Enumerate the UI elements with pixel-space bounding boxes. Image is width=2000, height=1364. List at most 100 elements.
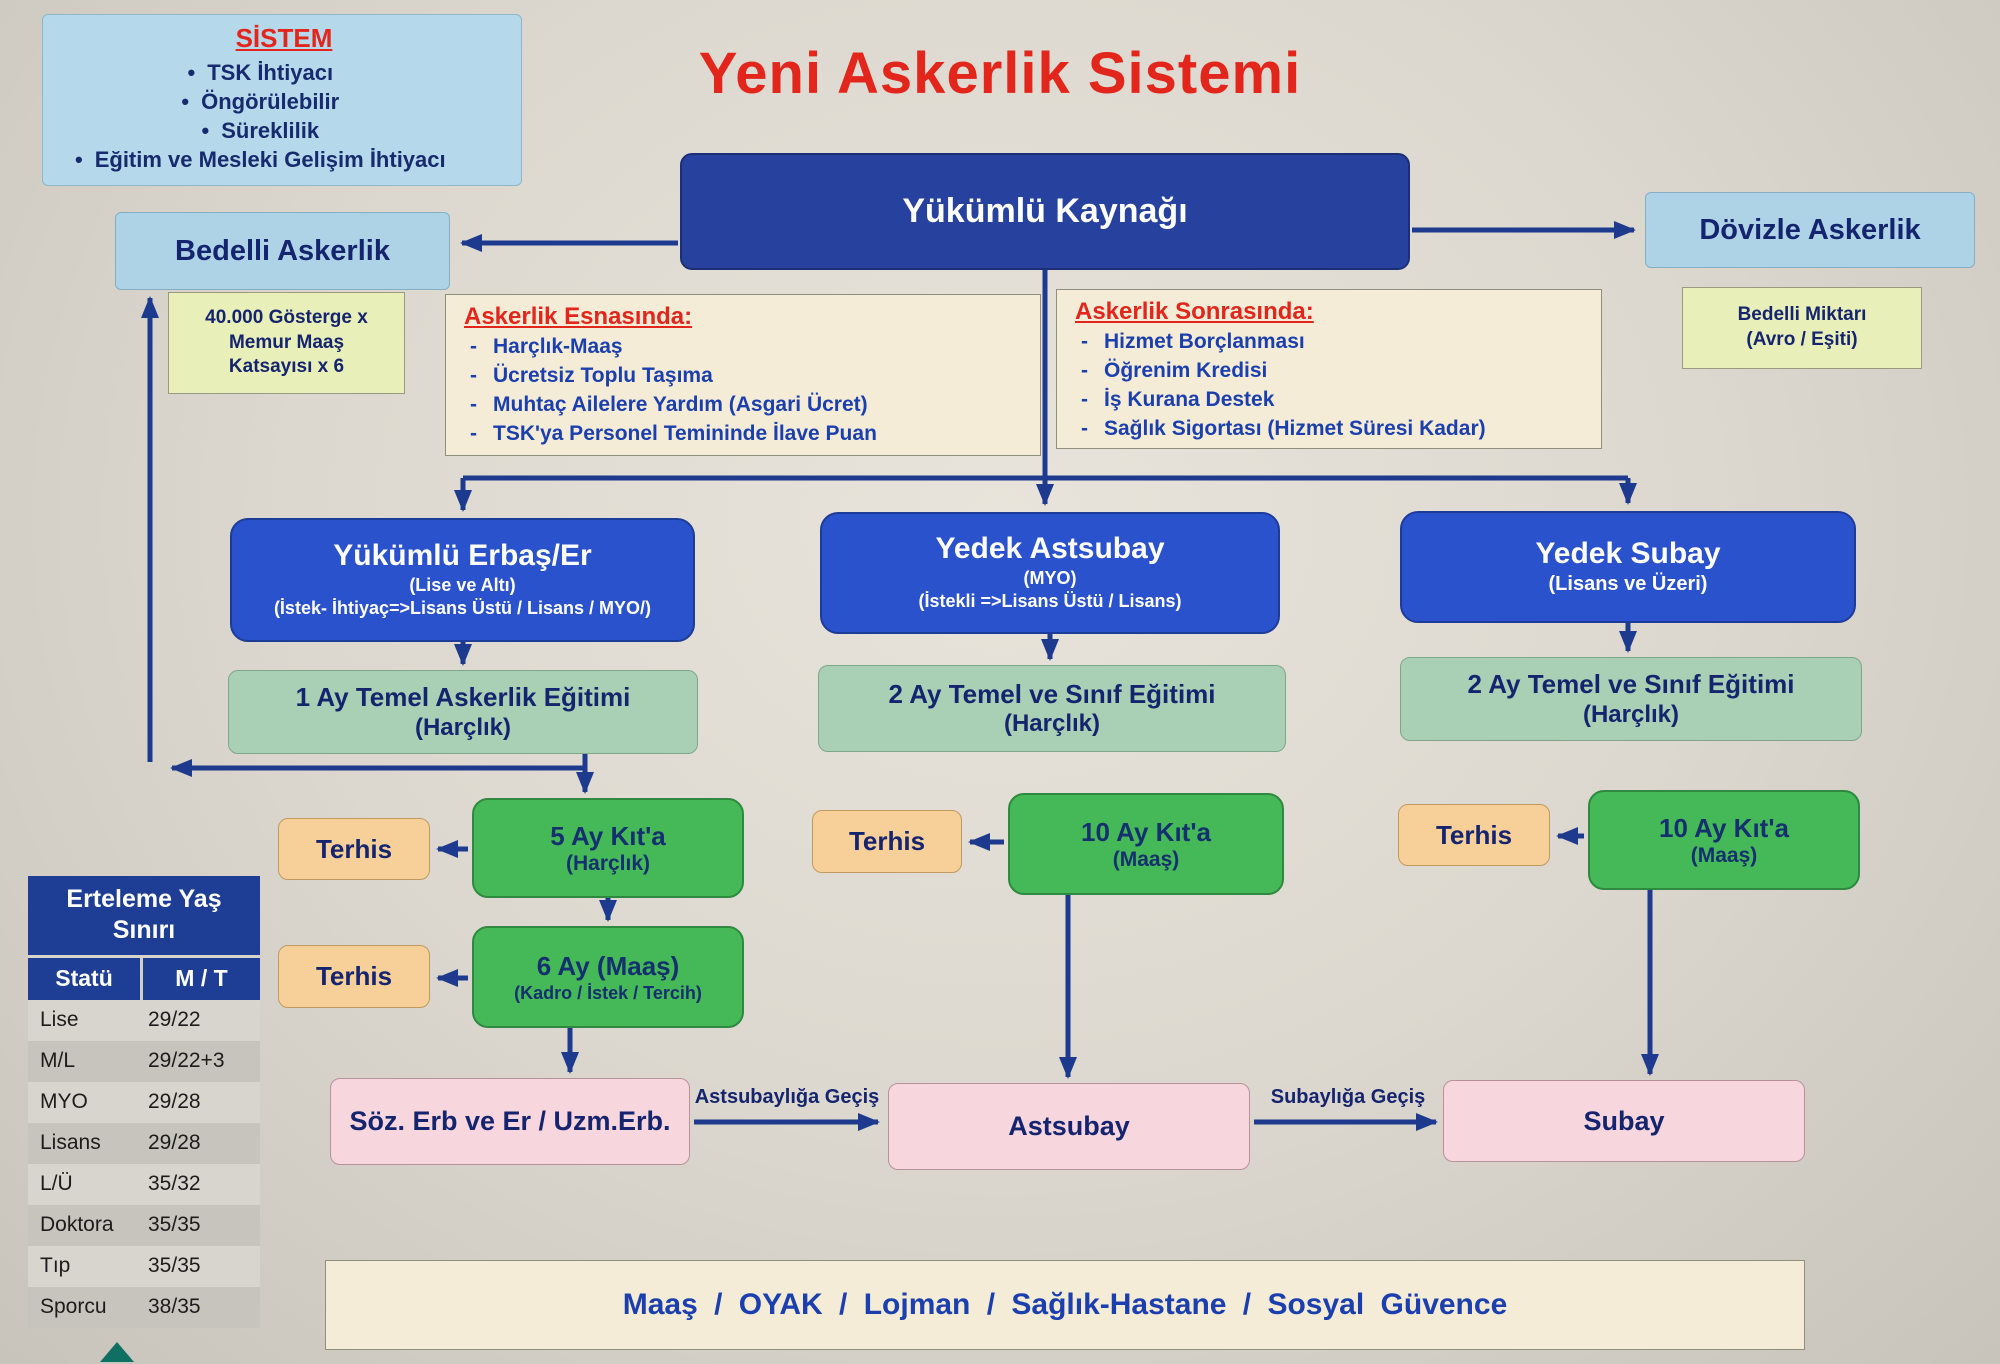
deferral-table-body: Lise 29/22 M/L 29/22+3 MYO 29/28 Lisans … xyxy=(28,999,260,1328)
col3-service-line1: 10 Ay Kıt'a xyxy=(1659,812,1789,843)
status-cell: M/L xyxy=(40,1049,76,1072)
status-cell: L/Ü xyxy=(40,1172,73,1195)
mt-cell: 38/35 xyxy=(148,1295,201,1318)
table-row: L/Ü 35/32 xyxy=(28,1163,260,1205)
col-header-status: Statü xyxy=(28,957,140,1000)
bedelli-formula-note: 40.000 Gösterge x Memur Maaş Katsayısı x… xyxy=(168,292,405,394)
mt-cell: 29/28 xyxy=(148,1090,201,1113)
sistem-title: SİSTEM xyxy=(235,23,333,53)
after-service-box: Askerlik Sonrasında: Hizmet Borçlanması … xyxy=(1056,289,1602,449)
col1-service2-node: 6 Ay (Maaş) (Kadro / İstek / Tercih) xyxy=(472,926,744,1028)
mt-cell: 35/35 xyxy=(148,1213,201,1236)
after-item: Sağlık Sigortası (Hizmet Süresi Kadar) xyxy=(1075,415,1486,444)
sistem-item: Süreklilik xyxy=(61,116,446,145)
table-row: Sporcu 38/35 xyxy=(28,1286,260,1328)
col1-header-node: Yükümlü Erbaş/Er (Lise ve Altı) (İstek- … xyxy=(230,518,695,642)
col2-training-line2: (Harçlık) xyxy=(1003,710,1101,738)
sistem-box: SİSTEM TSK İhtiyacı Öngörülebilir Sürekl… xyxy=(42,14,522,186)
col3-final-node: Subay xyxy=(1443,1080,1805,1162)
status-cell: Doktora xyxy=(40,1213,114,1236)
col1-training-line1: 1 Ay Temel Askerlik Eğitimi xyxy=(295,682,631,713)
after-service-title: Askerlik Sonrasında: xyxy=(1075,298,1314,325)
col-header-mt: M / T xyxy=(143,957,260,1000)
col3-header-sub1: (Lisans ve Üzeri) xyxy=(1548,573,1708,596)
mt-cell: 29/28 xyxy=(148,1131,201,1154)
during-service-title: Askerlik Esnasında: xyxy=(464,303,693,330)
col2-terhis-label: Terhis xyxy=(848,826,926,856)
status-cell: MYO xyxy=(40,1090,88,1113)
dovizle-amount-note: Bedelli Miktarı (Avro / Eşiti) xyxy=(1682,287,1922,369)
col1-final-node: Söz. Erb ve Er / Uzm.Erb. xyxy=(330,1078,690,1165)
during-item: Ücretsiz Toplu Taşıma xyxy=(464,362,877,391)
col2-header-sub2: (İstekli =>Lisans Üstü / Lisans) xyxy=(918,591,1182,612)
col2-training-node: 2 Ay Temel ve Sınıf Eğitimi (Harçlık) xyxy=(818,665,1286,752)
during-item: TSK'ya Personel Temininde İlave Puan xyxy=(464,420,877,449)
col1-terhis-label: Terhis xyxy=(315,833,393,864)
table-row: Lise 29/22 xyxy=(28,999,260,1041)
formula-line: Memur Maaş xyxy=(228,331,345,353)
benefits-bar: Maaş / OYAK / Lojman / Sağlık-Hastane / … xyxy=(325,1260,1805,1350)
col2-terhis-node: Terhis xyxy=(812,810,962,873)
col3-service-node: 10 Ay Kıt'a (Maaş) xyxy=(1588,790,1860,890)
col1-training-node: 1 Ay Temel Askerlik Eğitimi (Harçlık) xyxy=(228,670,698,754)
col1-final-label: Söz. Erb ve Er / Uzm.Erb. xyxy=(349,1106,671,1136)
deferral-table-header: Statü M / T xyxy=(28,957,260,1000)
sistem-item: Öngörülebilir xyxy=(61,87,446,116)
mt-cell: 29/22+3 xyxy=(148,1049,225,1072)
table-row: Lisans 29/28 xyxy=(28,1122,260,1164)
col3-training-node: 2 Ay Temel ve Sınıf Eğitimi (Harçlık) xyxy=(1400,657,1862,741)
amount-line: Bedelli Miktarı xyxy=(1737,304,1867,326)
col3-terhis-node: Terhis xyxy=(1398,804,1550,866)
col1-terhis-node: Terhis xyxy=(278,818,430,880)
dovizle-node: Dövizle Askerlik xyxy=(1645,192,1975,268)
bedelli-node: Bedelli Askerlik xyxy=(115,212,450,290)
during-item: Harçlık-Maaş xyxy=(464,333,877,362)
status-cell: Lise xyxy=(40,1008,79,1031)
sistem-list: TSK İhtiyacı Öngörülebilir Süreklilik Eğ… xyxy=(61,58,446,174)
mt-cell: 35/35 xyxy=(148,1254,201,1277)
col1-service-line2: (Harçlık) xyxy=(565,852,651,876)
after-item: Öğrenim Kredisi xyxy=(1075,357,1486,386)
table-row: Tıp 35/35 xyxy=(28,1245,260,1287)
col2-header: Yedek Astsubay xyxy=(935,532,1165,566)
dovizle-label: Dövizle Askerlik xyxy=(1699,213,1921,246)
col2-final-label: Astsubay xyxy=(1008,1111,1130,1141)
formula-line: 40.000 Gösterge x xyxy=(205,306,368,328)
source-node: Yükümlü Kaynağı xyxy=(680,153,1410,270)
deferral-table-title: Erteleme Yaş Sınırı xyxy=(28,876,260,958)
transition-label-subay: Subaylığa Geçiş xyxy=(1270,1086,1426,1108)
transition-label-astsubay: Astsubaylığa Geçiş xyxy=(694,1086,880,1108)
col1-service-node: 5 Ay Kıt'a (Harçlık) xyxy=(472,798,744,898)
during-item: Muhtaç Ailelere Yardım (Asgari Ücret) xyxy=(464,391,877,420)
col3-training-line1: 2 Ay Temel ve Sınıf Eğitimi xyxy=(1467,669,1795,700)
col2-header-sub1: (MYO) xyxy=(1023,567,1077,588)
col1-terhis2-node: Terhis xyxy=(278,945,430,1008)
mt-cell: 35/32 xyxy=(148,1172,201,1195)
col3-final-label: Subay xyxy=(1583,1105,1665,1136)
col3-terhis-label: Terhis xyxy=(1435,819,1513,850)
source-label: Yükümlü Kaynağı xyxy=(902,192,1188,230)
col3-training-line2: (Harçlık) xyxy=(1582,700,1680,728)
col1-header-sub1: (Lise ve Altı) xyxy=(409,574,516,595)
col2-training-line1: 2 Ay Temel ve Sınıf Eğitimi xyxy=(888,678,1216,709)
table-row: M/L 29/22+3 xyxy=(28,1040,260,1082)
amount-line: (Avro / Eşiti) xyxy=(1746,329,1858,350)
col2-header-node: Yedek Astsubay (MYO) (İstekli =>Lisans Ü… xyxy=(820,512,1280,634)
table-row: MYO 29/28 xyxy=(28,1081,260,1123)
mt-cell: 29/22 xyxy=(148,1008,201,1031)
up-arrow-icon xyxy=(100,1342,134,1362)
after-item: Hizmet Borçlanması xyxy=(1075,328,1486,357)
deferral-table: Erteleme Yaş Sınırı Statü M / T Lise 29/… xyxy=(28,876,260,1328)
col3-header-node: Yedek Subay (Lisans ve Üzeri) xyxy=(1400,511,1856,623)
col2-service-line2: (Maaş) xyxy=(1112,848,1180,872)
col1-header-sub2: (İstek- İhtiyaç=>Lisans Üstü / Lisans / … xyxy=(273,598,652,619)
col3-service-line2: (Maaş) xyxy=(1690,844,1758,868)
col1-service2-line2: (Kadro / İstek / Tercih) xyxy=(514,982,702,1003)
formula-line: Katsayısı x 6 xyxy=(228,356,345,378)
col3-header: Yedek Subay xyxy=(1535,536,1721,570)
col1-training-line2: (Harçlık) xyxy=(414,713,512,741)
sistem-item: Eğitim ve Mesleki Gelişim İhtiyacı xyxy=(61,145,446,174)
col2-service-node: 10 Ay Kıt'a (Maaş) xyxy=(1008,793,1284,895)
